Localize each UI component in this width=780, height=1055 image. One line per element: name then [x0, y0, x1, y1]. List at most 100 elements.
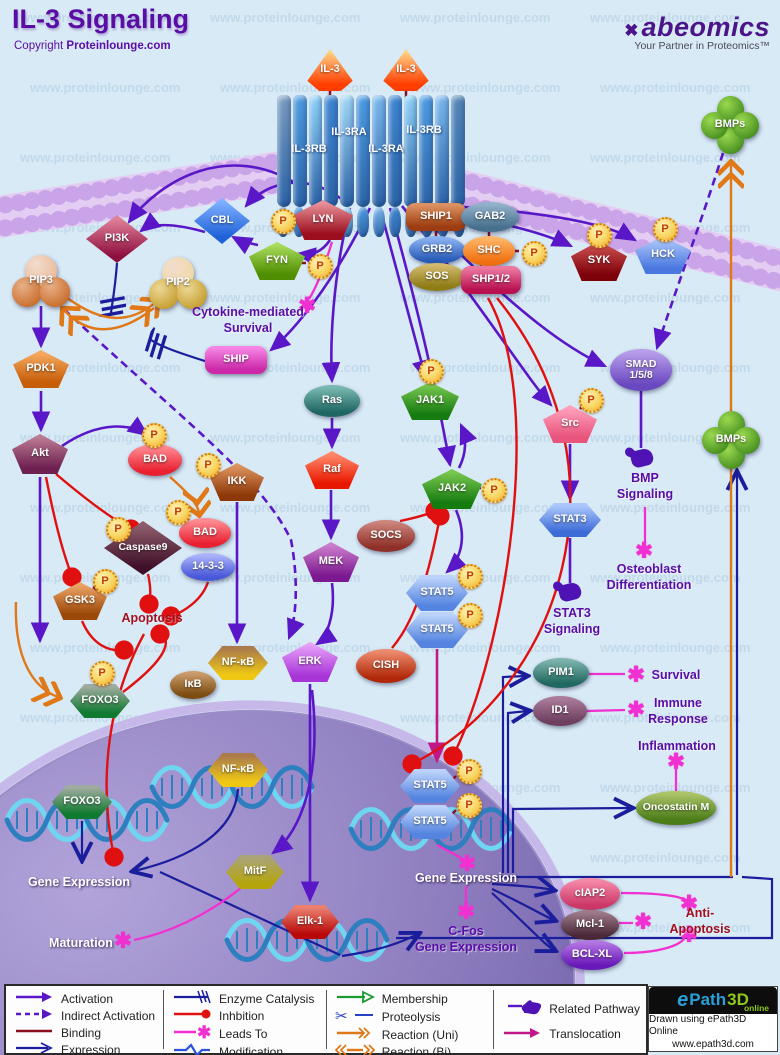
node-label: Akt	[31, 447, 49, 460]
legend-item-reaction-bi: Reaction (Bi)	[334, 1043, 488, 1055]
node-label: PDK1	[26, 362, 56, 375]
node-receptor-il3rb-left[interactable]: IL-3RB	[278, 143, 340, 157]
node-pip3[interactable]: PIP3	[12, 255, 70, 307]
node-ship1[interactable]: SHIP1	[406, 203, 466, 231]
node-label: PIM1	[548, 666, 574, 679]
phospho-label: P	[114, 523, 122, 535]
node-stat5-nuc-1[interactable]: STAT5	[400, 769, 460, 803]
il3-receptor-complex[interactable]	[277, 95, 465, 207]
node-smad-1-5-8[interactable]: SMAD 1/5/8	[610, 349, 672, 391]
node-socs[interactable]: SOCS	[357, 520, 415, 552]
node-mitf[interactable]: MitF	[226, 855, 284, 889]
node-elk-1[interactable]: Elk-1	[281, 905, 339, 939]
node-label: FOXO3	[63, 795, 101, 808]
annotation-maturation: Maturation	[49, 935, 113, 950]
node-id1[interactable]: ID1	[533, 696, 587, 726]
node-label: IL-3RA	[331, 126, 367, 139]
node-pip2[interactable]: PIP2	[149, 257, 207, 309]
node-label: IKK	[227, 475, 247, 488]
node-label: NF-κB	[221, 656, 255, 669]
copyright-site: Proteinlounge.com	[66, 40, 171, 52]
node-bad-2[interactable]: BAD	[179, 518, 231, 548]
node-grb2[interactable]: GRB2	[409, 236, 465, 264]
node-shc[interactable]: SHC	[463, 236, 515, 266]
node-ras[interactable]: Ras	[304, 385, 360, 417]
node-foxo3-nuc[interactable]: FOXO3	[52, 785, 112, 819]
node-sos[interactable]: SOS	[409, 263, 465, 291]
node-14-3-3[interactable]: 14-3-3	[181, 553, 235, 581]
annotation-bmp-signaling: BMP Signaling	[616, 470, 674, 501]
phospho-label: P	[204, 459, 212, 471]
leads-to-asterisk-icon: ✱	[680, 892, 698, 916]
phospho-label: P	[174, 506, 182, 518]
enzyme-catalysis-icon	[172, 989, 212, 1007]
legend-item-label: Activation	[61, 991, 114, 1006]
node-foxo3-cyto[interactable]: FOXO3	[70, 684, 130, 718]
legend-item-leads-to: ✱Leads To	[172, 1023, 320, 1043]
phospho-badge-icon: P	[195, 452, 221, 478]
node-bcl-xl[interactable]: BCL-XL	[561, 940, 623, 970]
node-label: cIAP2	[574, 887, 606, 900]
leads-to-asterisk-icon: ✱	[634, 910, 652, 934]
node-label: IL-3RB	[406, 124, 442, 137]
node-cish[interactable]: CISH	[356, 649, 416, 683]
node-label: Ras	[321, 394, 343, 407]
node-gab2[interactable]: GAB2	[461, 202, 519, 232]
annotation-gene-expression-left: Gene Expression	[27, 874, 131, 889]
node-ikb[interactable]: IκB	[170, 671, 216, 699]
node-ship[interactable]: SHIP	[205, 346, 267, 374]
node-label: Elk-1	[296, 915, 324, 928]
epath3d-credit-line2: www.epath3d.com	[672, 1038, 754, 1050]
brand-tagline: Your Partner in Proteomics™	[634, 40, 770, 52]
phospho-label: P	[465, 799, 473, 811]
node-label: PIP3	[29, 274, 53, 287]
node-label: Src	[561, 417, 579, 430]
phospho-label: P	[466, 570, 474, 582]
brand-name: abeomics	[641, 12, 770, 42]
node-bmps-cytoplasm[interactable]: BMPs	[702, 411, 760, 469]
node-receptor-il3rb-right[interactable]: IL-3RB	[393, 124, 455, 138]
translocation-icon	[502, 1026, 542, 1043]
watermark-text: www.proteinlounge.com	[30, 500, 181, 515]
node-label: SOS	[425, 270, 449, 283]
leads-to-asterisk-icon: ✱	[457, 900, 475, 924]
phospho-badge-icon: P	[165, 499, 191, 525]
phospho-label: P	[101, 575, 109, 587]
node-stat5-cyto-1[interactable]: STAT5	[406, 575, 468, 611]
node-stat3[interactable]: STAT3	[539, 503, 601, 537]
inhibition-icon	[172, 1007, 212, 1024]
node-shp1-2[interactable]: SHP1/2	[461, 266, 521, 294]
node-label: Oncostatin M	[642, 801, 710, 814]
node-label: IκB	[184, 678, 202, 691]
node-label: FOXO3	[81, 694, 119, 707]
node-bmps-extracellular[interactable]: BMPs	[701, 96, 759, 154]
expression-icon	[14, 1041, 54, 1055]
watermark-text: www.proteinlounge.com	[600, 80, 751, 95]
node-receptor-il3ra-left[interactable]: IL-3RA	[318, 126, 380, 140]
node-bad-1[interactable]: BAD	[128, 444, 182, 476]
legend-item-label: Reaction (Uni)	[381, 1027, 459, 1042]
node-nfkb-cyto[interactable]: NF-κB	[208, 646, 268, 680]
annotation-inflammation: Inflammation	[638, 738, 716, 753]
legend-item-label: Binding	[61, 1025, 102, 1040]
phospho-label: P	[427, 365, 435, 377]
node-mcl-1[interactable]: Mcl-1	[561, 910, 619, 940]
legend-item-label: Leads To	[218, 1026, 268, 1041]
phospho-label: P	[466, 609, 474, 621]
node-ciap2[interactable]: cIAP2	[560, 878, 620, 910]
legend-item-label: Membership	[381, 991, 448, 1006]
phospho-badge-icon: P	[578, 387, 604, 413]
phospho-badge-icon: P	[457, 602, 483, 628]
inhibition-lines	[44, 297, 572, 867]
node-label: Raf	[323, 463, 341, 476]
node-stat5-nuc-2[interactable]: STAT5	[400, 805, 460, 839]
watermark-text: www.proteinlounge.com	[20, 10, 171, 25]
node-nfkb-nuc[interactable]: NF-κB	[208, 753, 268, 787]
node-oncostatin-m[interactable]: Oncostatin M	[636, 791, 716, 825]
node-pim1[interactable]: PIM1	[533, 658, 589, 688]
annotation-gene-expression-center: Gene Expression	[414, 870, 518, 885]
node-label: STAT5	[420, 623, 454, 636]
node-receptor-il3ra-right[interactable]: IL-3RA	[355, 143, 417, 157]
